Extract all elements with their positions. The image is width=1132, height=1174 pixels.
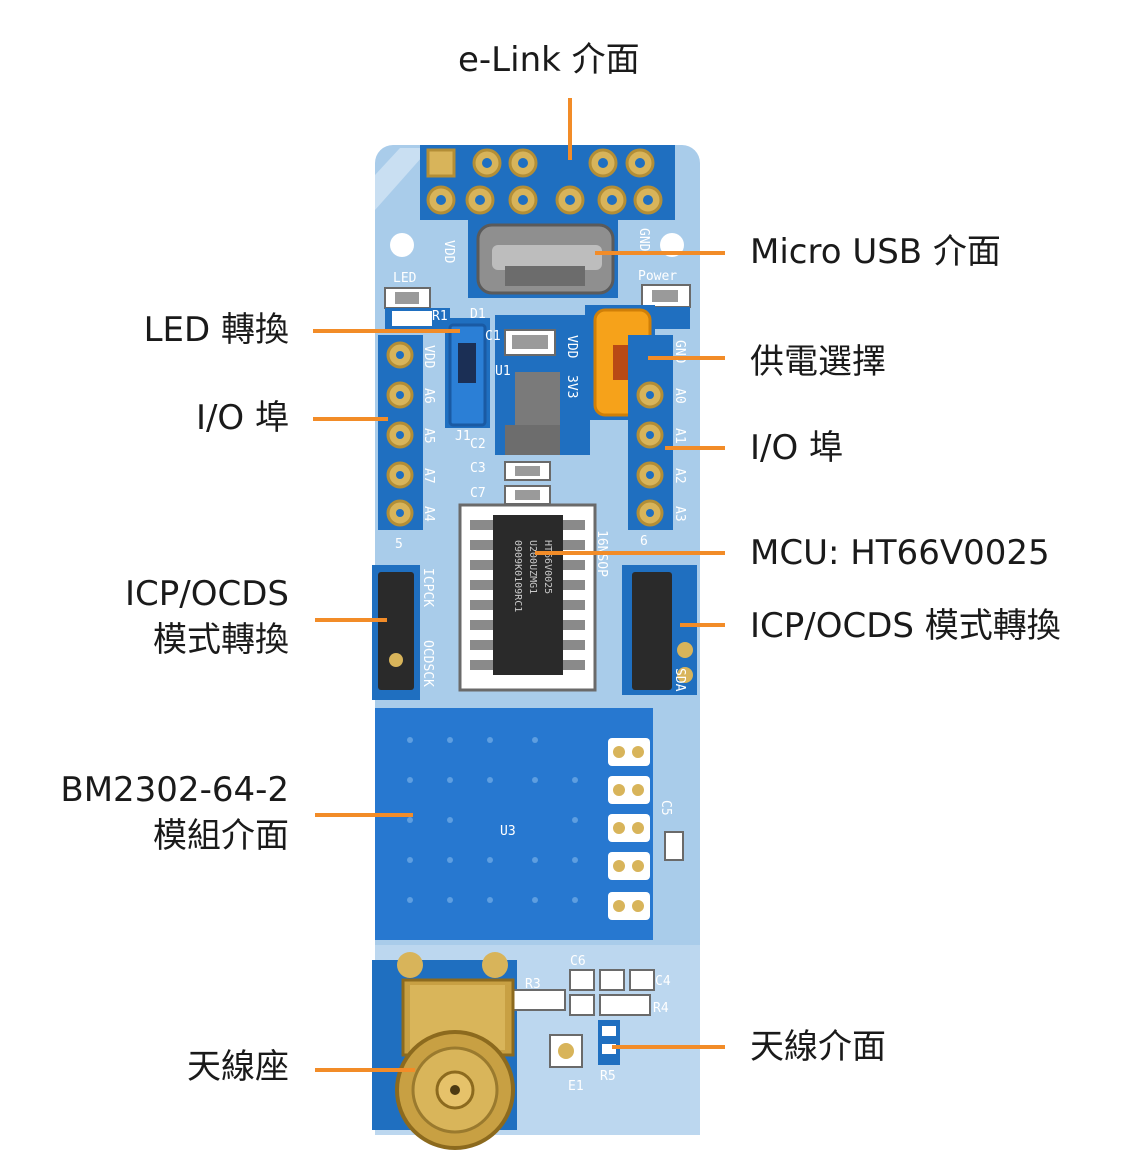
silk-c2: C2: [470, 437, 486, 452]
label-module-line1: BM2302-64-2: [60, 770, 289, 810]
label-icp-left-line1: ICP/OCDS: [125, 574, 289, 614]
label-antenna-socket: 天線座: [187, 1047, 289, 1087]
silk-r5: R5: [600, 1069, 616, 1084]
silk-c7: C7: [470, 486, 486, 501]
silk-five: 5: [395, 537, 403, 552]
silk-led: LED: [393, 271, 417, 286]
silkscreen-text-group: VDD GND LED Power D1 R1 C1 U1 J1 C2 C3 C…: [393, 228, 687, 1094]
silk-sda: SDA: [672, 668, 687, 692]
icp-jumper-left: [372, 565, 420, 700]
leader-io-right: [665, 446, 725, 450]
silk-vdd-pwr: VDD: [564, 335, 579, 359]
silk-power: Power: [638, 269, 677, 284]
silk-c1: C1: [485, 329, 501, 344]
silk-c5: C5: [658, 800, 673, 816]
silk-a7: A7: [421, 468, 436, 484]
board-notch-top-left: [375, 148, 430, 210]
leader-module: [315, 813, 413, 817]
label-icp-left-line2: 模式轉換: [153, 620, 289, 660]
label-micro-usb: Micro USB 介面: [750, 232, 1001, 272]
leader-io-left: [313, 417, 388, 421]
silk-ocdsck: OCDSCK: [420, 640, 435, 687]
silk-u3: U3: [500, 824, 516, 839]
silk-r1: R1: [432, 309, 448, 324]
silk-c6: C6: [570, 954, 586, 969]
mcu-chip: [458, 503, 597, 692]
label-io-right: I/O 埠: [750, 428, 844, 468]
chip-mark-2: U200UZMG1: [527, 540, 538, 594]
silk-gnd: GND: [636, 228, 651, 252]
leader-elink: [568, 98, 572, 160]
silk-six: 6: [640, 534, 648, 549]
silk-c3: C3: [470, 461, 486, 476]
leader-power-select: [648, 356, 725, 360]
leader-mcu: [535, 551, 725, 555]
silk-a1: A1: [672, 428, 687, 444]
silk-vdd: VDD: [441, 240, 456, 264]
silk-a5: A5: [421, 428, 436, 444]
chip-marking-group: HT66V0025 U200UZMG1 0909K0109RC1: [512, 540, 553, 612]
silk-gnd-r: GND: [672, 340, 687, 364]
silk-d1: D1: [470, 307, 486, 322]
silk-r4: R4: [653, 1001, 669, 1016]
silk-a6: A6: [421, 388, 436, 404]
led-switch-jumper: [445, 318, 490, 428]
leader-antenna-interface: [612, 1045, 725, 1049]
silk-u1: U1: [495, 364, 511, 379]
capacitor-c5: [664, 831, 684, 861]
leader-micro-usb: [595, 251, 725, 255]
label-power-select: 供電選擇: [750, 342, 886, 382]
led-indicator-left: [384, 287, 450, 330]
mounting-hole-top-left: [390, 233, 414, 257]
silk-vdd-left: VDD: [421, 345, 436, 369]
leader-icp-right: [680, 623, 725, 627]
silk-a2: A2: [672, 468, 687, 484]
leader-led-switch: [313, 329, 460, 333]
chip-mark-1: HT66V0025: [542, 540, 553, 594]
silk-r3: R3: [525, 977, 541, 992]
io-port-left-pads: [378, 335, 423, 530]
micro-usb-connector: [468, 218, 618, 298]
silk-3v3: 3V3: [564, 375, 579, 398]
silk-a3: A3: [672, 506, 687, 522]
leader-antenna-socket: [315, 1068, 415, 1072]
label-icp-right: ICP/OCDS 模式轉換: [750, 606, 1061, 646]
label-io-left: I/O 埠: [195, 398, 289, 438]
silk-a4: A4: [421, 506, 436, 522]
silk-a0: A0: [672, 388, 687, 404]
leader-icp-left: [315, 618, 387, 622]
regulator-u1: [495, 315, 590, 455]
label-elink: e-Link 介面: [458, 40, 640, 80]
label-led-switch: LED 轉換: [143, 310, 289, 350]
silk-c4: C4: [655, 974, 671, 989]
bm2302-module: [375, 708, 653, 940]
chip-mark-3: 0909K0109RC1: [512, 540, 523, 612]
sma-antenna-socket: [395, 952, 515, 1150]
io-port-right-pads: [628, 335, 673, 530]
silk-icpck: ICPCK: [420, 568, 435, 607]
label-antenna-interface: 天線介面: [750, 1027, 886, 1067]
label-module-line2: 模組介面: [153, 816, 289, 856]
elink-header: [420, 145, 675, 220]
silk-j1: J1: [455, 429, 471, 444]
silk-e1: E1: [568, 1079, 584, 1094]
icp-jumper-right: [622, 565, 697, 695]
label-mcu: MCU: HT66V0025: [750, 533, 1050, 573]
